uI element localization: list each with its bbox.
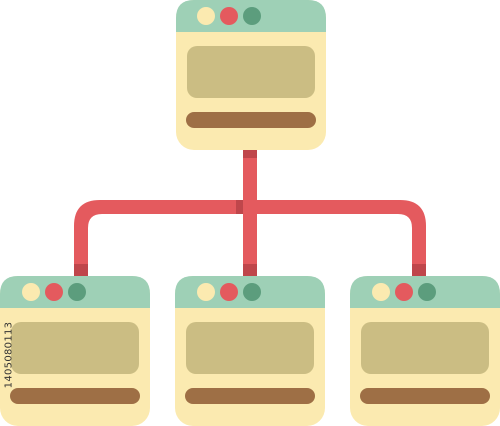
window-right-dot-red	[395, 283, 413, 301]
window-left-footer-bar	[10, 388, 140, 404]
connector-shadow-root	[243, 148, 257, 158]
connector-branch-left	[74, 200, 243, 278]
window-right-dot-green	[418, 283, 436, 301]
window-child-left	[0, 276, 150, 426]
window-center-dot-green	[243, 283, 261, 301]
window-root	[176, 0, 326, 150]
window-root-content-block	[187, 46, 315, 98]
connector-shadow-left	[74, 264, 88, 278]
window-root-footer-bar	[186, 112, 316, 128]
connector-shadow-center	[243, 264, 257, 278]
window-center-dot-red	[220, 283, 238, 301]
window-center-footer-bar	[185, 388, 315, 404]
connector-lines	[74, 148, 426, 278]
window-right-content-block	[361, 322, 489, 374]
stock-id-text: 1405080113	[3, 321, 15, 389]
window-left-dot-yellow	[22, 283, 40, 301]
window-left-dot-green	[68, 283, 86, 301]
window-left-content-block	[11, 322, 139, 374]
stock-id-watermark: 1405080113	[2, 300, 16, 410]
connector-shadow-junction	[236, 200, 243, 214]
window-right-dot-yellow	[372, 283, 390, 301]
window-center-content-block	[186, 322, 314, 374]
connector-trunk	[243, 148, 257, 278]
window-root-dot-yellow	[197, 7, 215, 25]
connector-shadow-right	[412, 264, 426, 278]
window-root-dot-green	[243, 7, 261, 25]
connector-branch-right	[257, 200, 426, 278]
window-center-dot-yellow	[197, 283, 215, 301]
window-right-footer-bar	[360, 388, 490, 404]
window-left-dot-red	[45, 283, 63, 301]
window-root-dot-red	[220, 7, 238, 25]
window-child-right	[350, 276, 500, 426]
window-child-center	[175, 276, 325, 426]
